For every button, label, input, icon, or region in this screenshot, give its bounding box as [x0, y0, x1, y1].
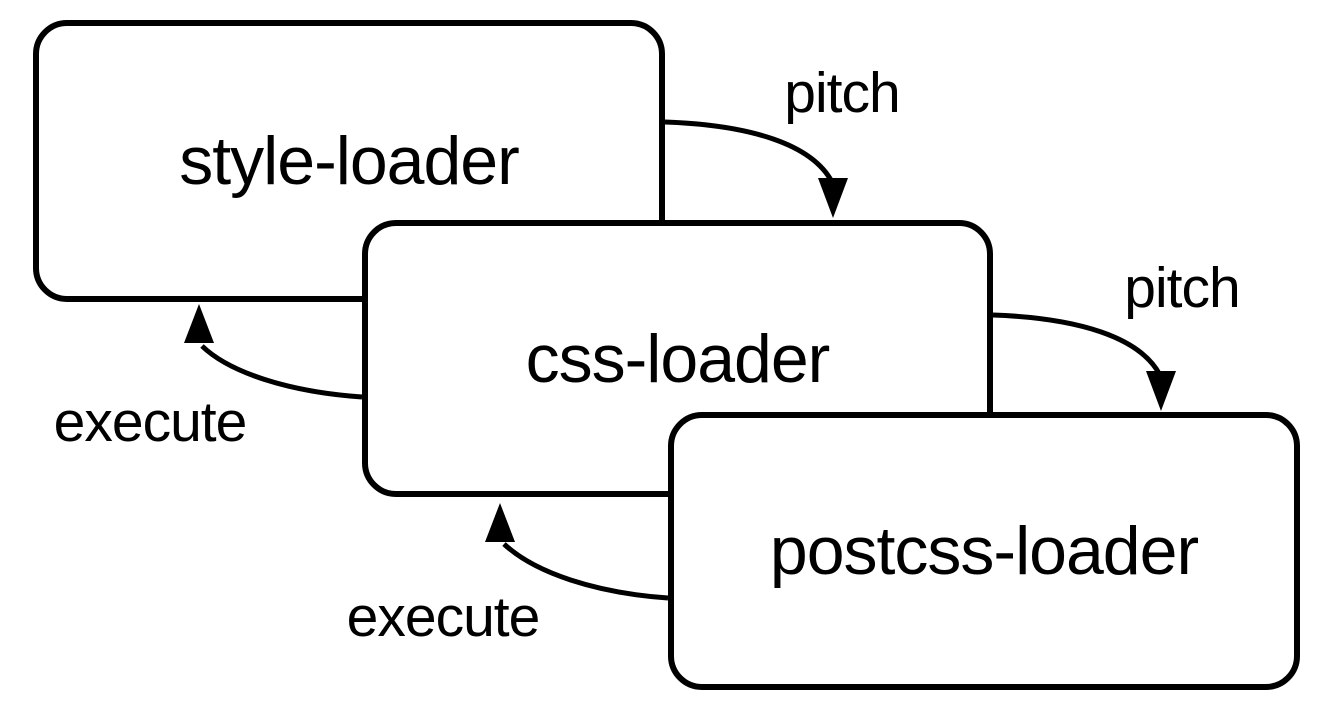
node-css-loader-label: css-loader: [525, 320, 831, 397]
node-style-loader: style-loader: [33, 20, 665, 302]
edge-execute-postcss-to-css-arrowhead-icon: [485, 503, 515, 542]
edge-label-pitch-css-to-postcss: pitch: [1124, 256, 1240, 320]
edge-pitch-css-to-postcss-arrowhead-icon: [1146, 371, 1176, 411]
edge-execute-css-to-style-arrowhead-icon: [184, 304, 214, 343]
node-style-loader-label: style-loader: [179, 123, 519, 199]
edge-pitch-css-to-postcss-line: [992, 312, 1163, 377]
node-postcss-loader: postcss-loader: [668, 412, 1300, 690]
edge-label-pitch-style-to-css: pitch: [784, 61, 900, 125]
node-postcss-loader-label: postcss-loader: [769, 513, 1199, 589]
edge-label-execute-postcss-to-css: execute: [346, 585, 541, 649]
edge-pitch-style-to-css-arrowhead-icon: [818, 178, 848, 218]
edge-label-execute-css-to-style: execute: [53, 390, 248, 454]
edge-pitch-style-to-css-line: [664, 119, 835, 184]
